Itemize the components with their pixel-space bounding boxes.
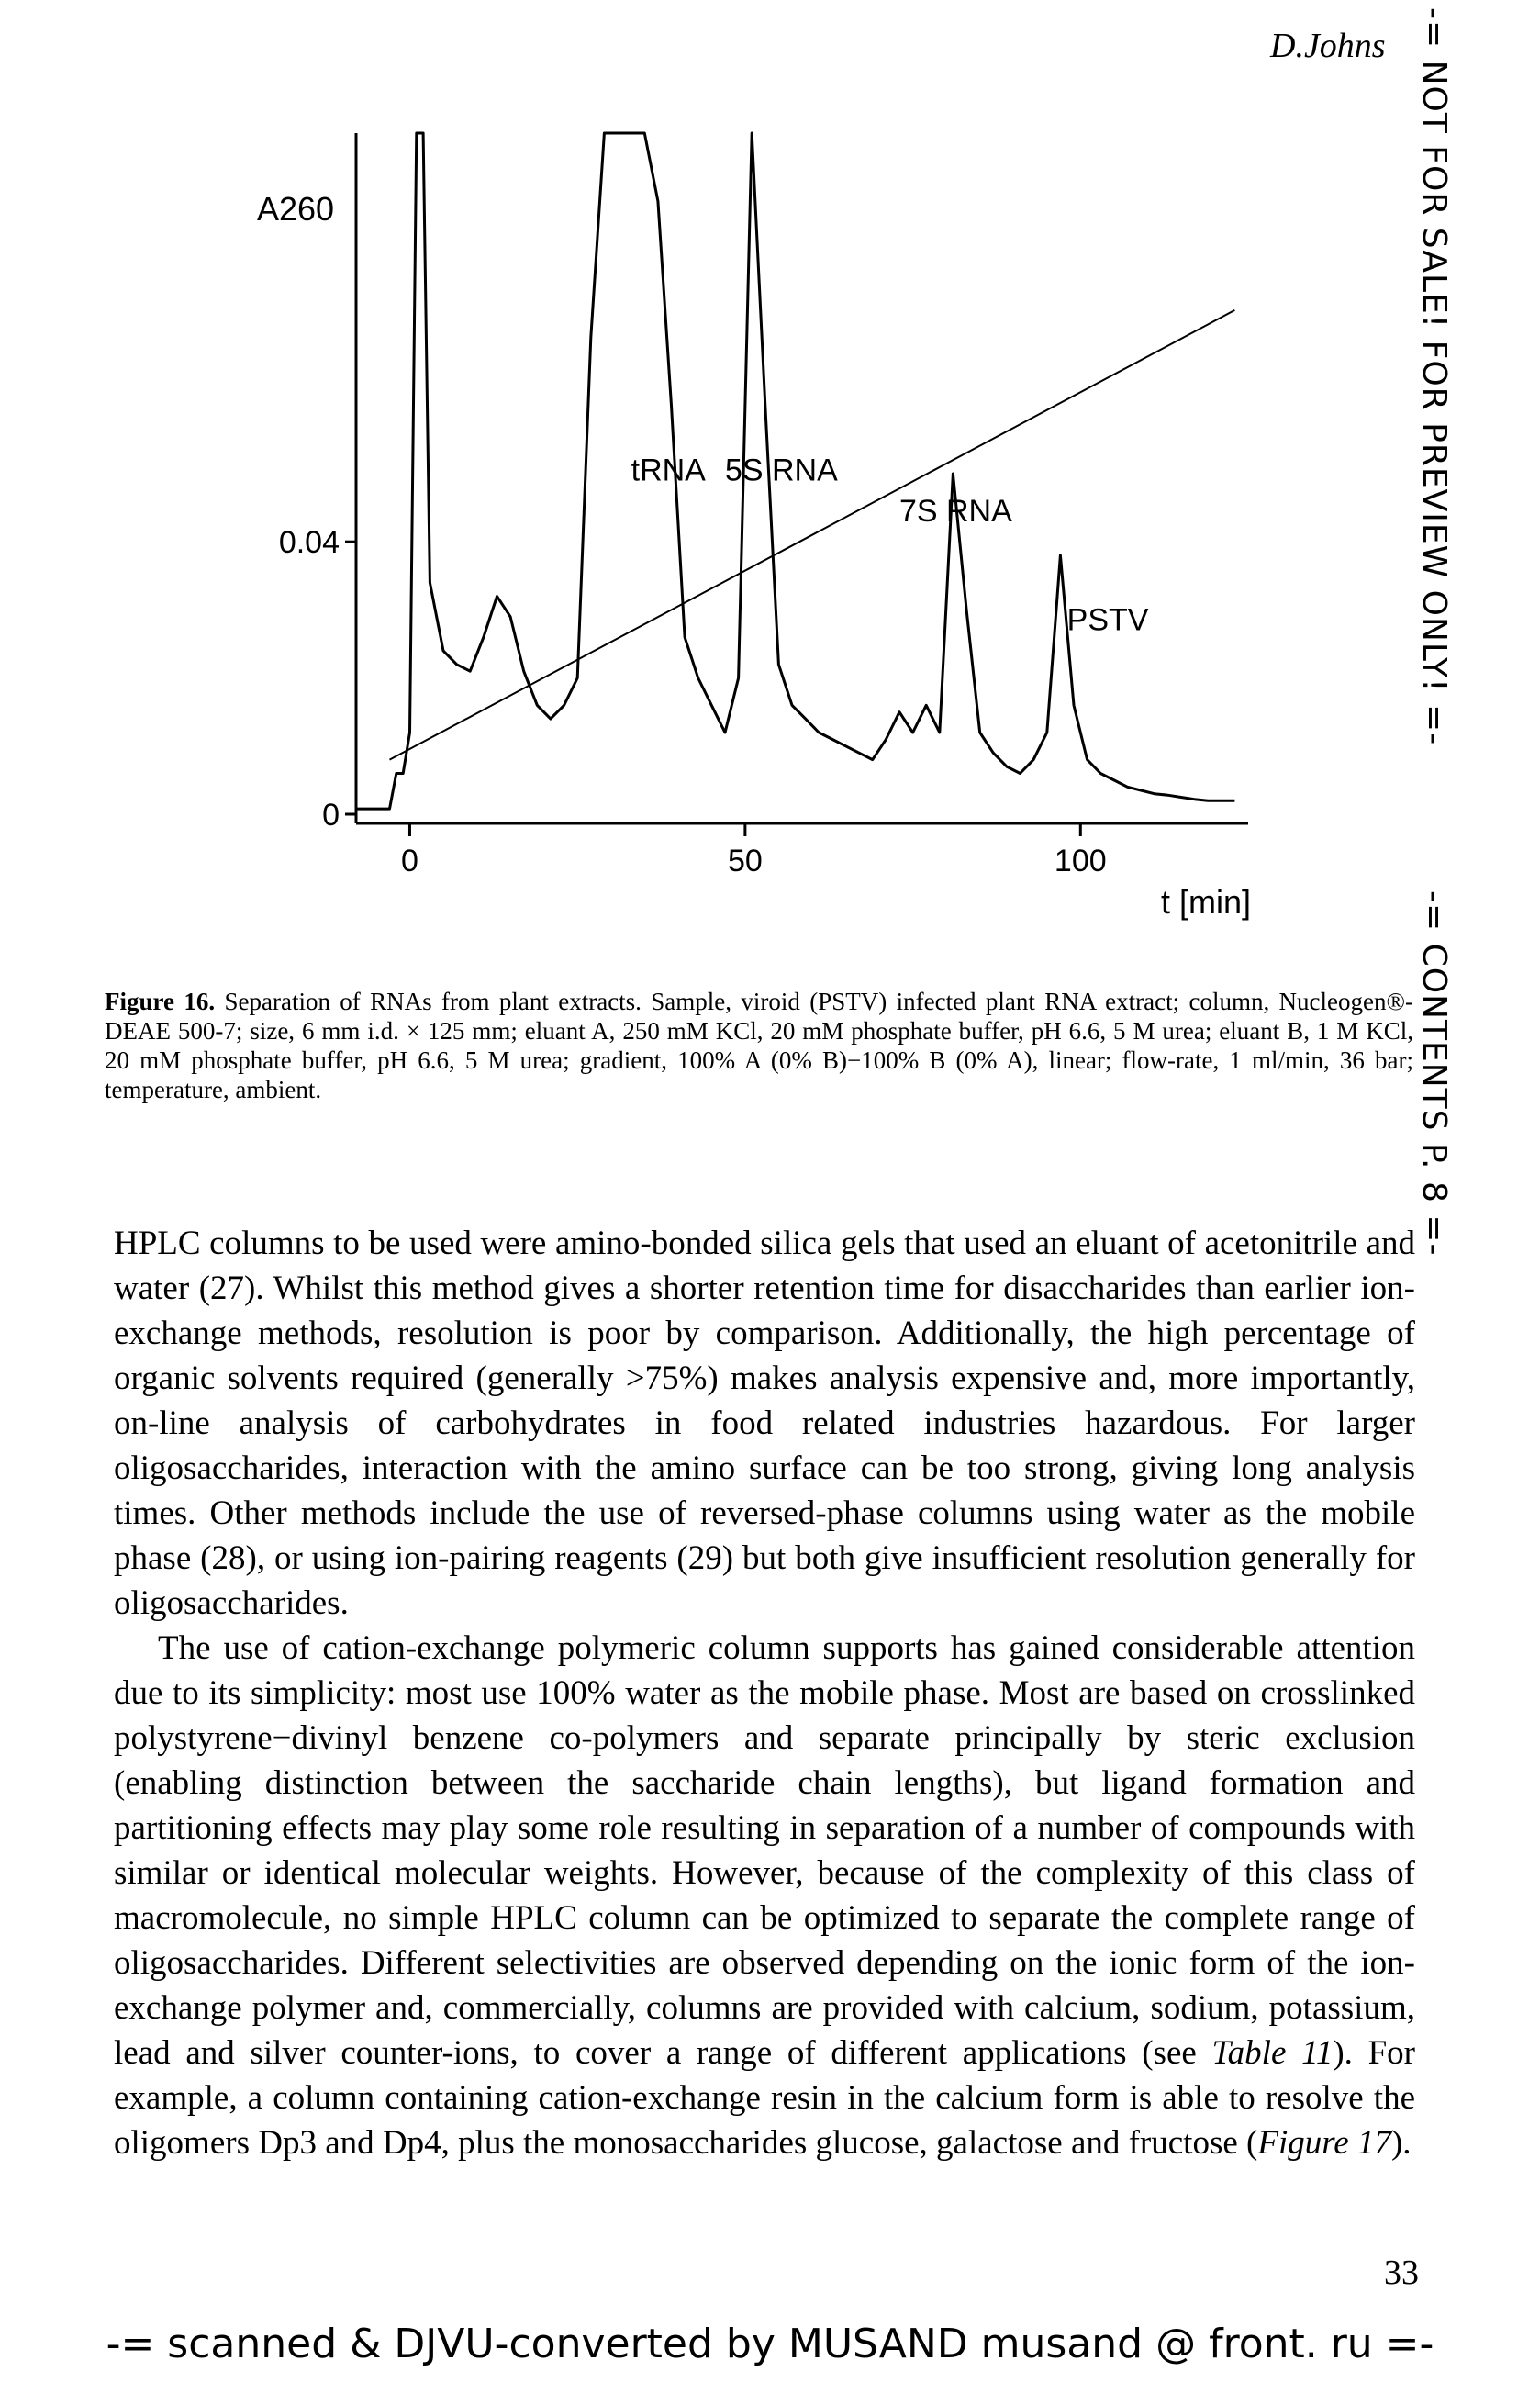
peak-label: tRNA bbox=[631, 453, 707, 487]
chart-labels: tRNA 5S RNA 7S RNA PSTV bbox=[631, 453, 1149, 637]
gradient-line bbox=[389, 309, 1235, 761]
page-number: 33 bbox=[1384, 2254, 1419, 2292]
paragraph-2-part-a: The use of cation-exchange polymeric col… bbox=[114, 1629, 1415, 2072]
figure-caption-label: Figure 16. bbox=[105, 988, 216, 1015]
scan-footer: -= scanned & DJVU-converted by MUSAND mu… bbox=[106, 2321, 1434, 2367]
x-axis-label: t [min] bbox=[1161, 883, 1251, 921]
y-axis-label: A260 bbox=[257, 190, 334, 228]
side-watermark-line-1: -= NOT FOR SALE! FOR PREVIEW ONLY! =- bbox=[1415, 7, 1453, 746]
x-tick-label: 0 bbox=[401, 844, 418, 878]
peak-label: PSTV bbox=[1067, 603, 1149, 638]
figure-reference: Figure 17 bbox=[1257, 2124, 1391, 2162]
running-header-author: D.Johns bbox=[1270, 27, 1386, 65]
body-text: HPLC columns to be used were amino-bonde… bbox=[114, 1221, 1415, 2165]
figure-caption: Figure 16. Separation of RNAs from plant… bbox=[105, 987, 1413, 1104]
y-tick-label: 0.04 bbox=[279, 525, 340, 560]
peak-label: 7S RNA bbox=[899, 494, 1012, 529]
chromatogram-trace bbox=[356, 131, 1235, 811]
chart-marks bbox=[356, 131, 1235, 811]
side-watermark-banner: -= NOT FOR SALE! FOR PREVIEW ONLY! =- -=… bbox=[1412, 0, 1494, 1313]
x-tick-label: 100 bbox=[1055, 844, 1107, 878]
paragraph-2: The use of cation-exchange polymeric col… bbox=[114, 1626, 1415, 2165]
y-tick-label: 0 bbox=[322, 798, 340, 833]
paragraph-2-part-b: ). For example, a column containing cati… bbox=[114, 2034, 1415, 2162]
figure-caption-text: Separation of RNAs from plant extracts. … bbox=[105, 988, 1414, 1103]
chart-axes: 0.04 0 0 50 100 t [min] bbox=[279, 133, 1251, 921]
paragraph-2-part-c: ). bbox=[1390, 2124, 1412, 2162]
side-watermark-line-2: -= CONTENTS P. 8 =- bbox=[1415, 890, 1453, 1257]
peak-label: 5S RNA bbox=[725, 453, 838, 487]
table-reference: Table 11 bbox=[1211, 2034, 1334, 2072]
paragraph-1: HPLC columns to be used were amino-bonde… bbox=[114, 1225, 1415, 1622]
chromatogram-figure: A260 0.04 0 0 50 100 t [min] tRNA 5S RNA 7S RNA… bbox=[257, 131, 1251, 921]
x-tick-label: 50 bbox=[728, 844, 763, 878]
